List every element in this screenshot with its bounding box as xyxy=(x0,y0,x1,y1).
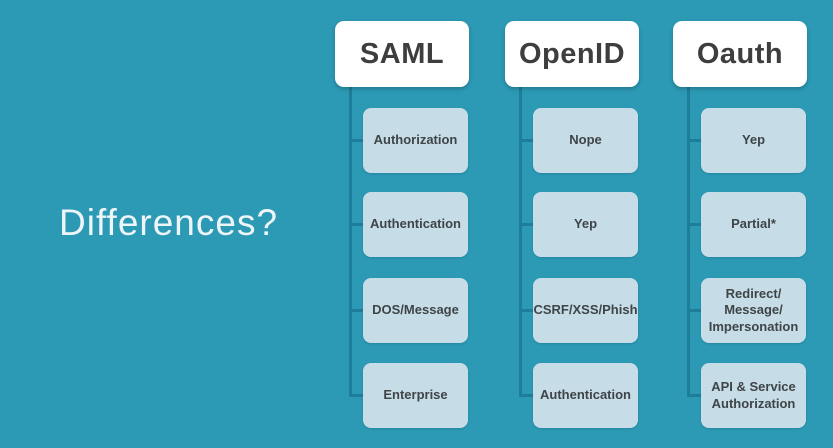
connector-tick xyxy=(349,309,363,312)
item-box: Yep xyxy=(533,192,638,257)
item-box: Redirect/ Message/ Impersonation xyxy=(701,278,806,343)
item-label: CSRF/XSS/Phish xyxy=(533,302,638,318)
item-box: Nope xyxy=(533,108,638,173)
protocol-column: Oauth Yep Partial* Redirect/ Message/ Im… xyxy=(673,21,807,441)
item-box: Authentication xyxy=(533,363,638,428)
connector-tick xyxy=(519,309,533,312)
protocol-header-box: SAML xyxy=(335,21,469,87)
item-label: API & Service Authorization xyxy=(711,379,796,411)
item-box: Authorization xyxy=(363,108,468,173)
item-label: DOS/Message xyxy=(372,302,459,318)
item-label: Enterprise xyxy=(383,387,448,403)
protocol-header-label: SAML xyxy=(359,37,445,70)
item-label: Authentication xyxy=(540,387,631,403)
connector-tick xyxy=(687,309,701,312)
item-label: Partial* xyxy=(731,216,776,232)
item-box: Partial* xyxy=(701,192,806,257)
connector-tick xyxy=(349,223,363,226)
item-box: Enterprise xyxy=(363,363,468,428)
item-label: Yep xyxy=(573,216,598,232)
connector-vertical-line xyxy=(519,87,522,397)
protocol-header-box: OpenID xyxy=(505,21,639,87)
connector-tick xyxy=(519,394,533,397)
item-label: Redirect/ Message/ Impersonation xyxy=(708,286,799,334)
connector-vertical-line xyxy=(687,87,690,397)
connector-tick xyxy=(519,223,533,226)
protocol-header-label: OpenID xyxy=(518,37,626,70)
connector-tick xyxy=(349,394,363,397)
protocol-column: OpenID Nope Yep CSRF/XSS/Phish Authentic… xyxy=(505,21,639,441)
item-label: Nope xyxy=(569,132,602,148)
item-box: Yep xyxy=(701,108,806,173)
item-box: API & Service Authorization xyxy=(701,363,806,428)
item-label: Yep xyxy=(741,132,766,148)
connector-tick xyxy=(349,139,363,142)
item-label: Authorization xyxy=(373,132,458,148)
item-box: DOS/Message xyxy=(363,278,468,343)
protocol-column: SAML Authorization Authentication DOS/Me… xyxy=(335,21,469,441)
protocol-header-box: Oauth xyxy=(673,21,807,87)
connector-tick xyxy=(687,139,701,142)
item-label: Authentication xyxy=(370,216,461,232)
slide-title: Differences? xyxy=(59,202,279,243)
protocol-header-label: Oauth xyxy=(696,37,784,70)
item-box: CSRF/XSS/Phish xyxy=(533,278,638,343)
connector-tick xyxy=(519,139,533,142)
connector-vertical-line xyxy=(349,87,352,397)
item-box: Authentication xyxy=(363,192,468,257)
connector-tick xyxy=(687,223,701,226)
connector-tick xyxy=(687,394,701,397)
